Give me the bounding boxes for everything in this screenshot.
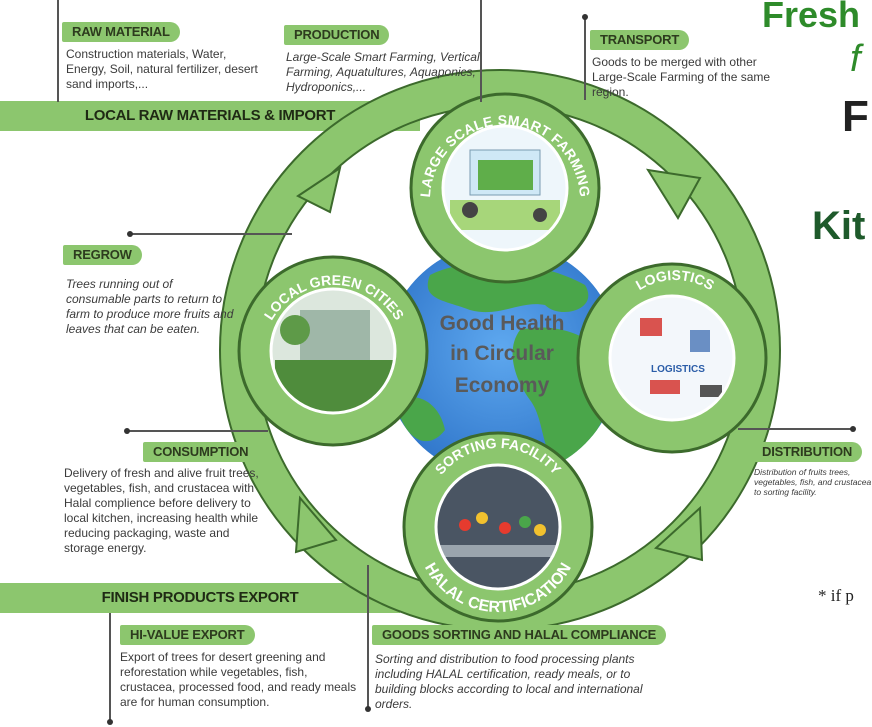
- center-text-line2: in Circular: [450, 342, 554, 365]
- center-text-line3: Economy: [455, 374, 550, 397]
- connector-raw-material: [57, 0, 59, 102]
- text-distribution: Distribution of fruits trees, vegetables…: [754, 467, 872, 497]
- connector-dot: [107, 719, 113, 725]
- connector-dot: [582, 14, 588, 20]
- text-goods-sorting: Sorting and distribution to food process…: [375, 652, 643, 711]
- connector-regrow-line: [132, 233, 292, 235]
- connector-distribution-line: [738, 428, 854, 430]
- label-distribution: DISTRIBUTION: [752, 442, 863, 462]
- label-goods-sorting: GOODS SORTING AND HALAL COMPLIANCE: [372, 625, 667, 645]
- text-regrow: Trees running out of consumable parts to…: [66, 277, 234, 336]
- band-local-raw-label: LOCAL RAW MATERIALS & IMPORT: [84, 107, 336, 124]
- band-finish-export-label: FINISH PRODUCTS EXPORT: [101, 589, 299, 606]
- label-regrow: REGROW: [63, 245, 142, 265]
- title-f: f: [850, 38, 861, 80]
- title-kit: Kit: [812, 204, 866, 248]
- connector-consumption-line: [128, 430, 268, 432]
- label-hi-value-export: HI-VALUE EXPORT: [120, 625, 255, 645]
- arrow-right-top: [645, 168, 702, 220]
- connector-goods-sorting: [367, 565, 369, 710]
- text-transport: Goods to be merged with other Large-Scal…: [592, 55, 771, 99]
- label-raw-material: RAW MATERIAL: [62, 22, 180, 42]
- arrow-left-bottom: [294, 495, 338, 554]
- connector-hi-value: [109, 613, 111, 723]
- connector-dot: [127, 231, 133, 237]
- label-production: PRODUCTION: [284, 25, 390, 45]
- text-production: Large-Scale Smart Farming, Vertical Farm…: [286, 50, 480, 94]
- title-F: F: [842, 92, 869, 141]
- label-consumption: CONSUMPTION: [143, 442, 259, 462]
- center-text-line1: Good Health: [440, 312, 565, 335]
- connector-dot: [850, 426, 856, 432]
- connector-production: [480, 0, 482, 102]
- text-raw-material: Construction materials, Water, Energy, S…: [66, 47, 258, 91]
- connector-dot: [124, 428, 130, 434]
- connector-dot: [365, 706, 371, 712]
- footnote: * if p: [818, 586, 854, 605]
- arrow-right-bottom: [653, 505, 704, 562]
- title-fresh: Fresh: [762, 0, 861, 35]
- connector-transport: [584, 18, 586, 100]
- text-hi-value-export: Export of trees for desert greening and …: [120, 650, 357, 709]
- label-transport: TRANSPORT: [590, 30, 690, 50]
- band-finish-products-export: FINISH PRODUCTS EXPORT: [0, 583, 400, 613]
- logistics-inner-label: LOGISTICS: [651, 364, 705, 375]
- arrow-left-top: [296, 165, 342, 214]
- text-consumption: Delivery of fresh and alive fruit trees,…: [64, 466, 259, 555]
